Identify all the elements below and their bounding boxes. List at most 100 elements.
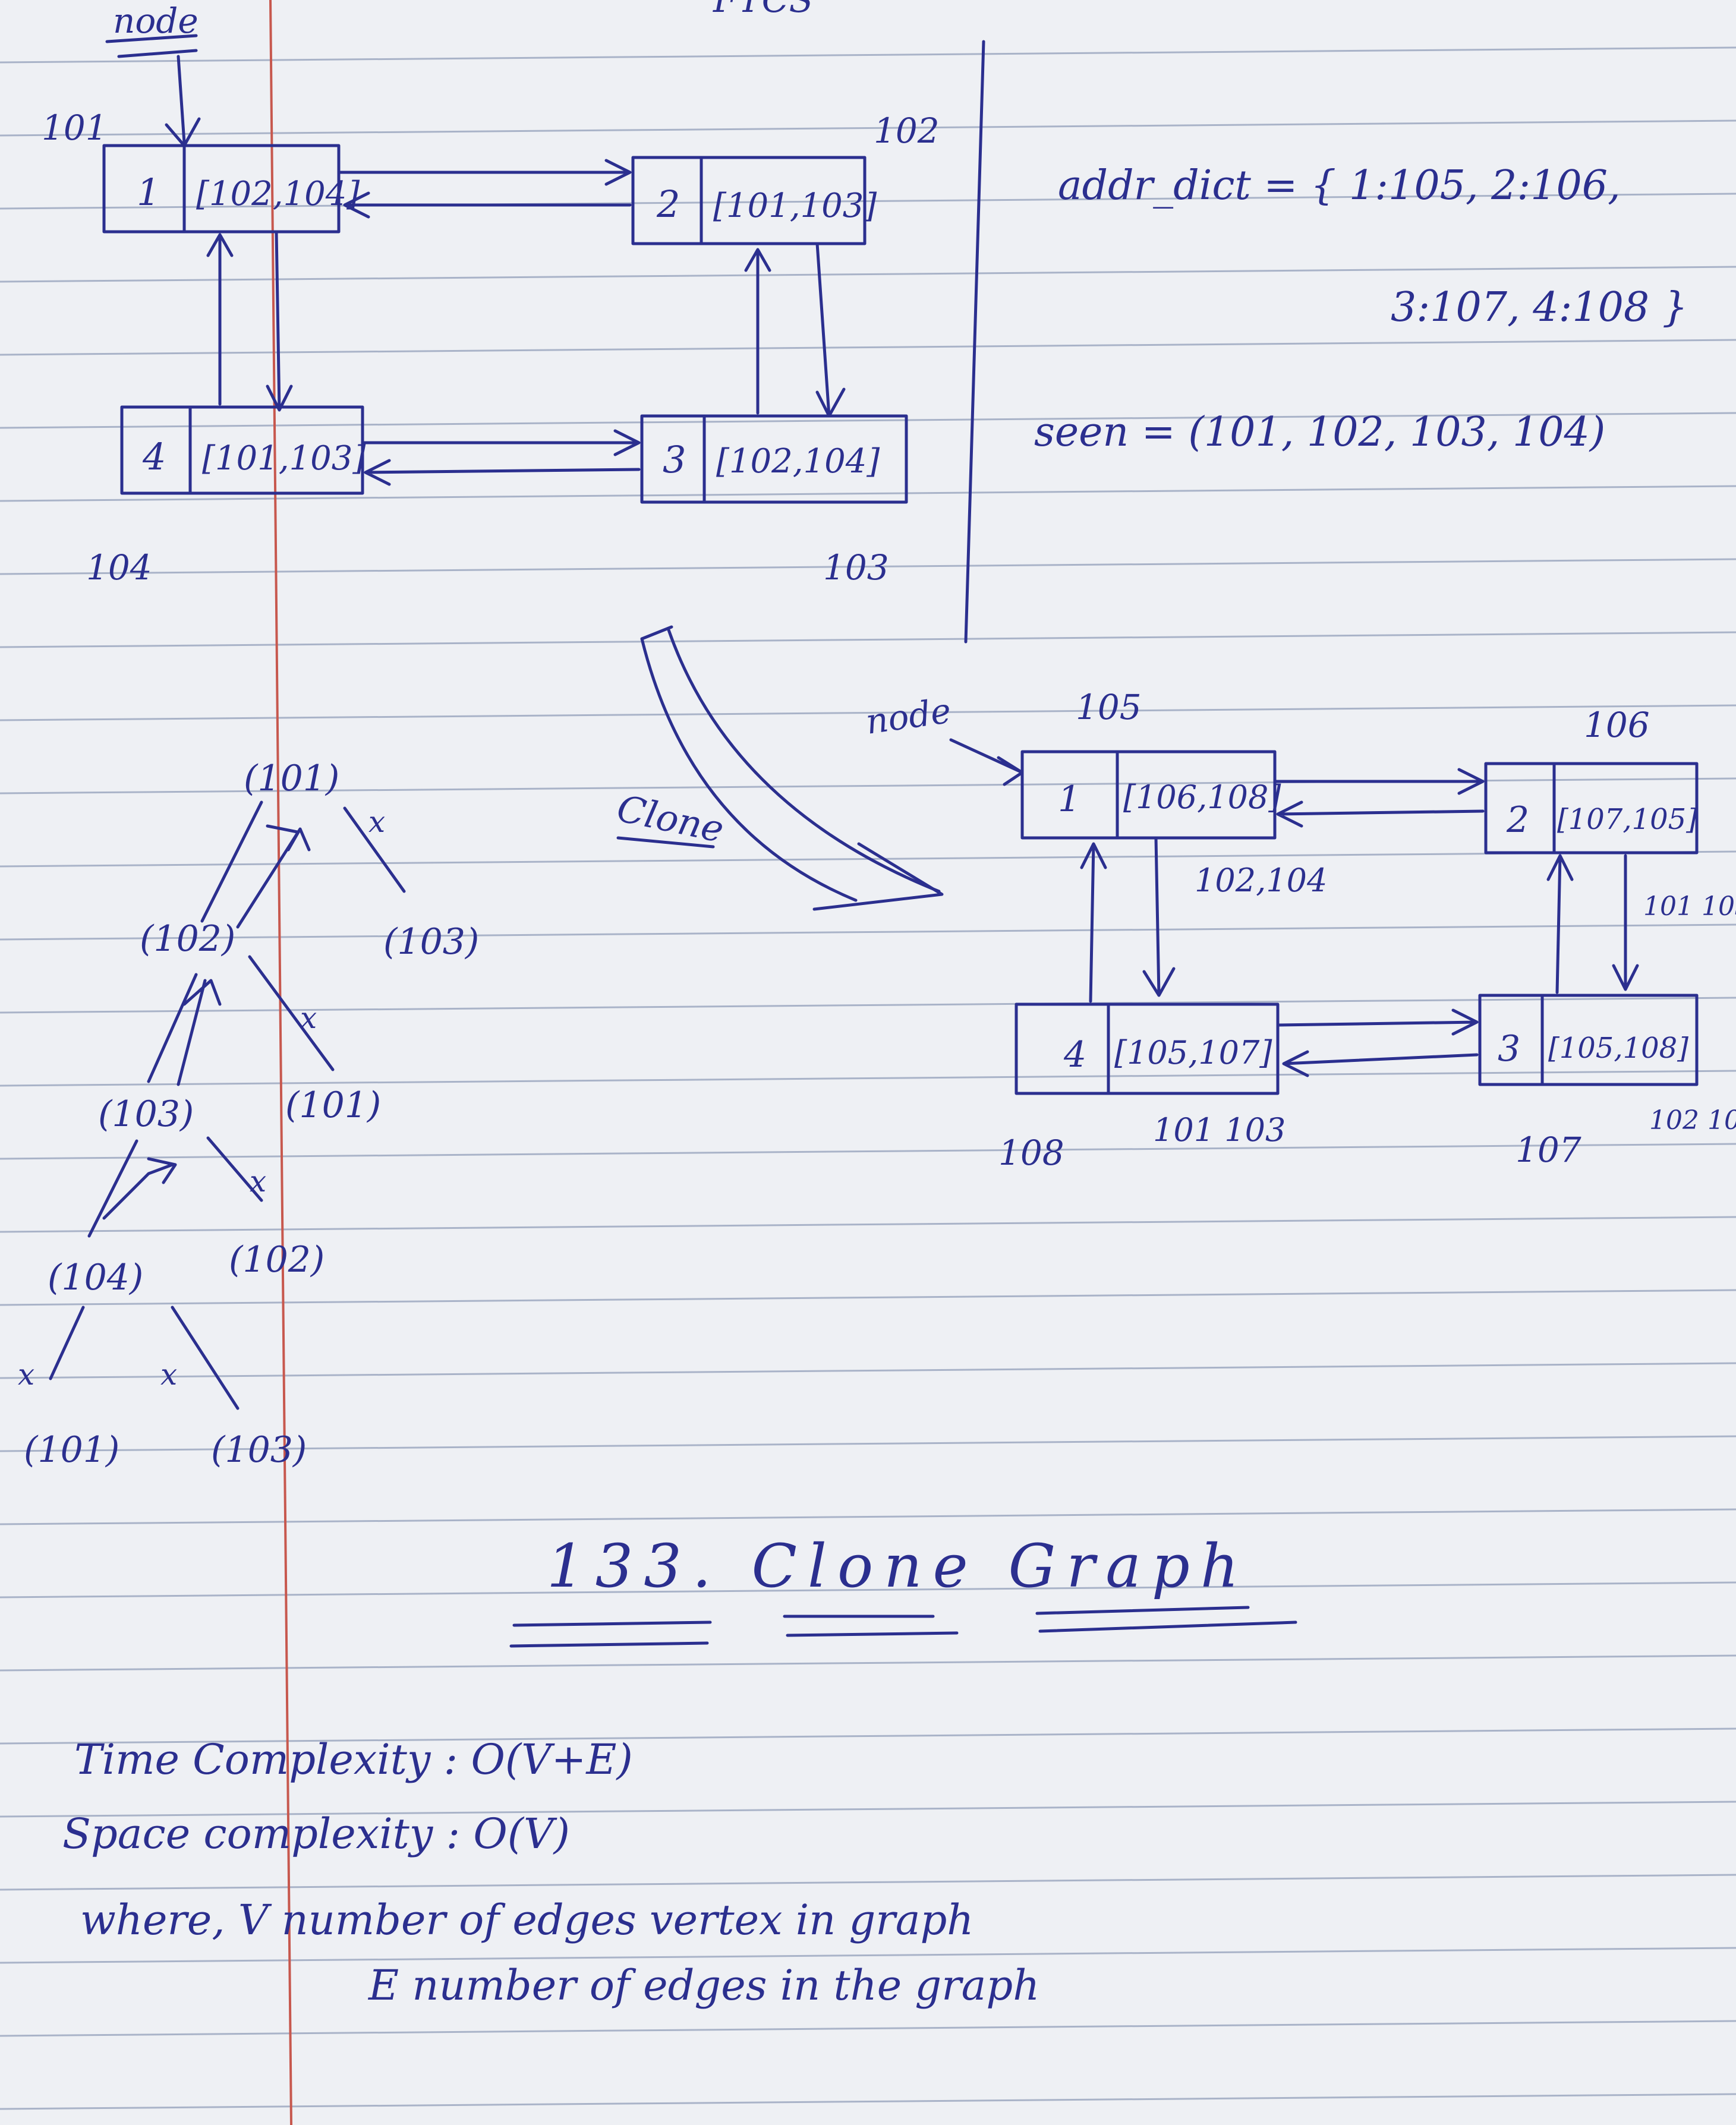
dfs-node-level3-right: (102) (229, 1239, 324, 1281)
orig-edge-1-to-2 (337, 159, 632, 186)
dfs-node-level4-left: (101) (24, 1429, 119, 1471)
dfs-mark-2: x (300, 1001, 317, 1035)
ruled-line (0, 2020, 1736, 2037)
clone-arrow-tail (640, 625, 673, 641)
where-v-line: where, V number of edges vertex in graph (80, 1896, 973, 1944)
orig-pointer-arrow (165, 55, 201, 147)
orig-edge-3-to-4 (364, 459, 641, 486)
dfs-node-level3-left: (104) (48, 1257, 143, 1298)
clone-node-1-neighbors: [106,108] (1123, 778, 1281, 816)
orig-node-4: 4 [101,103] 104 (86, 405, 366, 588)
orig-node-4-neighbors: [101,103] (202, 439, 366, 478)
clone-edge-4-to-3 (1276, 1008, 1479, 1036)
addr-dict-section: addr_dict = { 1:105, 2:106, 3:107, 4:108… (1034, 162, 1688, 456)
clone-node-2-id: 2 (1506, 799, 1529, 841)
dfs-tree: (101) (102) (103) (103) (101) (104) (102… (18, 758, 479, 1471)
orig-node-1-box (102, 144, 341, 234)
clone-node-4-id: 4 (1063, 1034, 1086, 1076)
orig-node-1-id: 1 (137, 171, 160, 214)
orig-node-3-addr: 103 (823, 547, 889, 588)
clone-node-3-addr: 107 (1516, 1130, 1581, 1170)
ruled-line (0, 1143, 1736, 1160)
cloned-graph: node 1 [106,108] 105 102,104 2 [107,105]… (863, 687, 1736, 1173)
clone-node-3-orig-neighbors: 102 104 (1649, 1105, 1736, 1136)
dfs-edge-l1-right (248, 955, 335, 1071)
clone-edge-2-to-1 (1276, 800, 1485, 828)
clone-node-4-addr: 108 (998, 1133, 1064, 1173)
clone-node-1-addr: 105 (1076, 687, 1142, 727)
clone-node-2-box (1484, 762, 1699, 855)
complexity-block: Time Complexity : O(V+E) Space complexit… (62, 1735, 1039, 2010)
dfs-edge-l3-right (171, 1306, 240, 1410)
ruled-line (0, 1654, 1736, 1672)
top-partial-text: FTCS (713, 0, 814, 21)
orig-edge-4-to-3 (361, 429, 641, 456)
clone-node-1: 1 [106,108] 105 102,104 (1020, 687, 1327, 899)
ruled-line (0, 1362, 1736, 1379)
clone-node-2-addr: 106 (1584, 705, 1650, 745)
orig-node-3: 3 [102,104] 103 (640, 414, 908, 588)
orig-node-4-id: 4 (142, 435, 166, 478)
orig-node-2: 2 [101,103] 102 (631, 111, 940, 245)
clone-edge-3-to-2 (1546, 854, 1574, 994)
title-underline-graph (1035, 1606, 1297, 1633)
clone-node-4-neighbors: [105,107] (1114, 1034, 1272, 1071)
clone-node-2-orig-neighbors: 101 103 (1643, 891, 1736, 922)
divider-line (964, 40, 985, 644)
dfs-node-root: (101) (244, 758, 339, 799)
clone-node-3-id: 3 (1498, 1028, 1520, 1070)
dfs-node-level1-right: (103) (383, 921, 479, 963)
dfs-mark-5: x (160, 1357, 177, 1392)
title-underline-number (509, 1620, 712, 1648)
clone-node-3: 3 [105,108] 107 102 104 (1478, 994, 1736, 1170)
orig-node-1-neighbors: [102,104] (196, 175, 360, 213)
time-complexity: Time Complexity : O(V+E) (74, 1735, 633, 1784)
clone-node-4-box (1014, 1002, 1280, 1095)
ruled-line (0, 997, 1736, 1014)
margin-line (269, 0, 292, 2125)
orig-edge-4-to-1 (206, 233, 234, 406)
ruled-line (0, 1070, 1736, 1087)
orig-node-2-neighbors: [101,103] (713, 187, 877, 225)
dfs-node-level4-right: (103) (211, 1429, 307, 1471)
orig-node-3-box (640, 414, 908, 504)
clone-node-4: 4 [105,107] 108 101 103 (998, 1002, 1286, 1173)
clone-node-4-orig-neighbors: 101 103 (1153, 1111, 1286, 1149)
clone-node-1-id: 1 (1058, 778, 1080, 820)
ruled-line (0, 339, 1736, 356)
dfs-edge-l1-left (147, 973, 222, 1086)
pointer-label-underline (105, 34, 198, 58)
orig-node-3-neighbors: [102,104] (716, 442, 880, 481)
original-graph: node 1 [102,104] 101 2 [101,103] 102 4 [… (42, 1, 940, 588)
ruled-line (0, 558, 1736, 575)
dfs-node-level1-left: (102) (140, 918, 235, 960)
clone-edge-3-to-4 (1282, 1050, 1479, 1077)
orig-node-3-id: 3 (663, 438, 686, 481)
clone-edge-4-to-1 (1080, 842, 1107, 1003)
orig-node-2-box (631, 156, 867, 245)
clone-node-2-neighbors: [107,105] (1557, 803, 1697, 836)
clone-pointer-label: node (863, 691, 953, 742)
orig-node-4-box (120, 405, 364, 495)
ruled-line (0, 193, 1736, 210)
addr-dict-line-2: 3:107, 4:108 } (1391, 284, 1688, 331)
ruled-line (0, 1508, 1736, 1525)
clone-edge-1-to-4 (1142, 836, 1176, 997)
ruled-line (0, 2093, 1736, 2110)
clone-label-underline (616, 836, 715, 849)
clone-arrow-outer (640, 637, 858, 902)
ruled-line (0, 1581, 1736, 1599)
clone-arrow-inner (667, 628, 941, 893)
orig-edge-1-to-4 (266, 230, 293, 412)
orig-node-4-addr: 104 (86, 547, 152, 588)
dfs-node-level2-left: (103) (98, 1093, 194, 1135)
page-title: 133. Clone Graph (547, 1531, 1249, 1601)
orig-edge-2-to-1 (343, 191, 632, 219)
dfs-mark-1: x (368, 805, 385, 839)
dfs-mark-4: x (18, 1357, 34, 1392)
ruled-line (0, 119, 1736, 137)
ruled-line (0, 1727, 1736, 1745)
seen-set-line: seen = (101, 102, 103, 104) (1034, 409, 1605, 456)
